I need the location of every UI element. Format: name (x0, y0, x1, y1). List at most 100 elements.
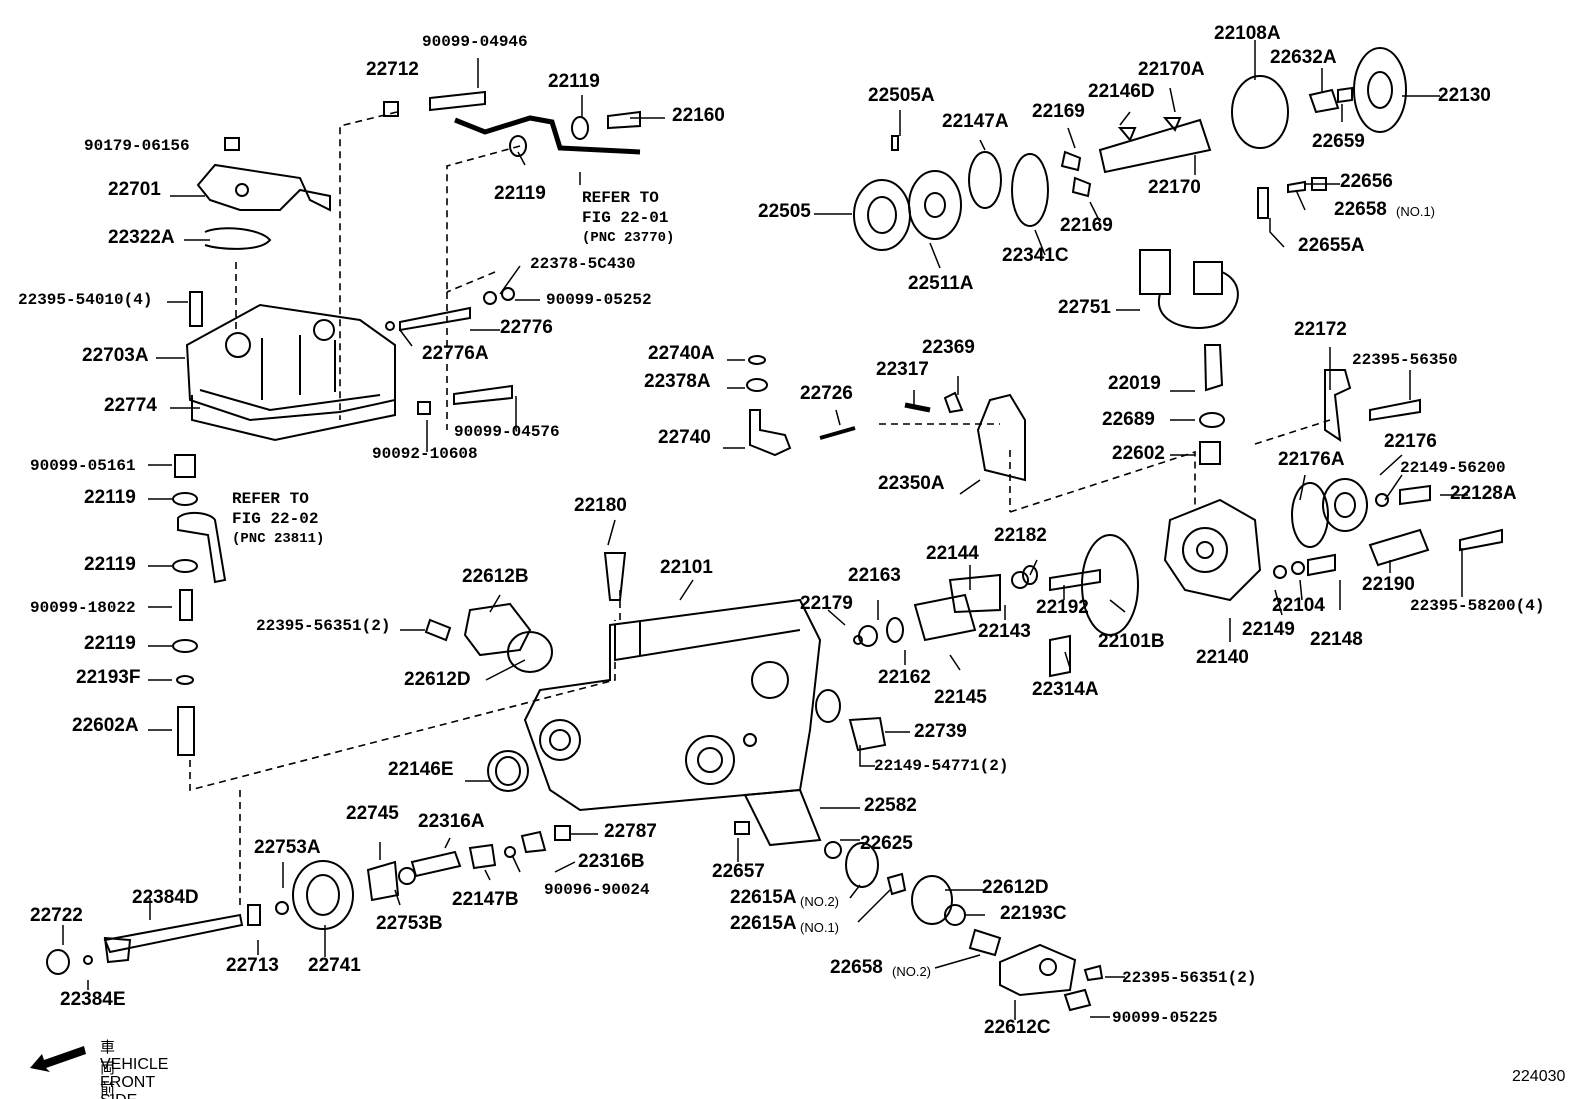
label-22119-c: 22119 (84, 633, 136, 654)
label-22170a: 22170A (1138, 59, 1205, 80)
label-22787: 22787 (604, 821, 657, 842)
label-22149: 22149 (1242, 619, 1295, 640)
label-90099-05225: 90099-05225 (1112, 1009, 1218, 1027)
label-22148: 22148 (1310, 629, 1363, 650)
label-22753a: 22753A (254, 837, 321, 858)
label-22740: 22740 (658, 427, 711, 448)
reference-line: FIG 22-01 (582, 209, 669, 227)
label-22146e: 22146E (388, 759, 454, 780)
label-22753b: 22753B (376, 913, 443, 934)
label-22505a: 22505A (868, 85, 935, 106)
label-22656: 22656 (1340, 171, 1393, 192)
reference-note-22-02: REFER TO FIG 22-02 (PNC 23811) (232, 489, 324, 549)
label-22395-56351: 22395-56351(2) (256, 617, 391, 635)
label-22774: 22774 (104, 395, 157, 416)
label-22703a: 22703A (82, 345, 149, 366)
direction-note-en: VEHICLE FRONT SIDE (100, 1056, 169, 1099)
label-22776: 22776 (500, 317, 553, 338)
label-22019: 22019 (1108, 373, 1161, 394)
label-22146d: 22146D (1088, 81, 1155, 102)
leader-lines (62, 40, 1468, 1020)
label-22612c: 22612C (984, 1017, 1051, 1038)
label-22395-56350: 22395-56350 (1352, 351, 1458, 369)
parts (46, 47, 1503, 1012)
label-22144: 22144 (926, 543, 979, 564)
figure-number: 224030 (1512, 1068, 1566, 1085)
label-22140: 22140 (1196, 647, 1249, 668)
label-22740a: 22740A (648, 343, 715, 364)
label-22615a-no2: 22615A (730, 887, 797, 908)
reference-line: REFER TO (232, 490, 309, 508)
label-22395-58200: 22395-58200(4) (1410, 597, 1545, 615)
label-22625: 22625 (860, 833, 913, 854)
label-22659: 22659 (1312, 131, 1365, 152)
label-22726: 22726 (800, 383, 853, 404)
label-22119: 22119 (548, 71, 600, 92)
label-22751: 22751 (1058, 297, 1111, 318)
label-22119-b: 22119 (84, 554, 136, 575)
label-22689: 22689 (1102, 409, 1155, 430)
label-90099-04946: 90099-04946 (422, 33, 528, 51)
label-22612d: 22612D (404, 669, 471, 690)
label-90092-10608: 90092-10608 (372, 445, 478, 463)
label-22378-5c430: 22378-5C430 (530, 255, 636, 273)
alignment-lines (189, 111, 1331, 910)
label-22180: 22180 (574, 495, 627, 516)
label-90179-06156: 90179-06156 (84, 137, 190, 155)
label-22511a: 22511A (908, 273, 974, 294)
label-22169-b: 22169 (1060, 215, 1113, 236)
label-22149-56200: 22149-56200 (1400, 459, 1506, 477)
label-22101: 22101 (660, 557, 713, 578)
label-22314a: 22314A (1032, 679, 1099, 700)
label-22745: 22745 (346, 803, 399, 824)
label-22163: 22163 (848, 565, 901, 586)
label-22395-56351-b: 22395-56351(2) (1122, 969, 1257, 987)
label-22316b: 22316B (578, 851, 645, 872)
label-22341c: 22341C (1002, 245, 1069, 266)
label-22176a: 22176A (1278, 449, 1345, 470)
label-no1-b: (NO.1) (800, 920, 839, 935)
label-22602: 22602 (1112, 443, 1165, 464)
label-22182: 22182 (994, 525, 1047, 546)
reference-line: (PNC 23770) (582, 230, 675, 246)
label-22176: 22176 (1384, 431, 1437, 452)
label-22170: 22170 (1148, 177, 1201, 198)
reference-line: REFER TO (582, 189, 659, 207)
reference-line: FIG 22-02 (232, 510, 319, 528)
label-22160: 22160 (672, 105, 725, 126)
label-22776a: 22776A (422, 343, 489, 364)
label-22384d: 22384D (132, 887, 199, 908)
label-no2-b: (NO.2) (892, 964, 931, 979)
label-22384e: 22384E (60, 989, 126, 1010)
label-22193c: 22193C (1000, 903, 1067, 924)
label-22193f: 22193F (76, 667, 141, 688)
label-22104: 22104 (1272, 595, 1325, 616)
label-22612d-b: 22612D (982, 877, 1049, 898)
label-22658-no2: 22658 (830, 957, 883, 978)
label-90099-05252: 90099-05252 (546, 291, 652, 309)
label-22739: 22739 (914, 721, 967, 742)
label-no1: (NO.1) (1396, 204, 1435, 219)
label-22582: 22582 (864, 795, 917, 816)
label-22701: 22701 (108, 179, 161, 200)
label-22713: 22713 (226, 955, 279, 976)
label-22147a: 22147A (942, 111, 1009, 132)
arrow-left-icon (30, 1046, 86, 1072)
label-22369: 22369 (922, 337, 975, 358)
label-22143: 22143 (978, 621, 1031, 642)
label-22505: 22505 (758, 201, 811, 222)
label-22149-54771: 22149-54771(2) (874, 757, 1009, 775)
label-22130: 22130 (1438, 85, 1491, 106)
label-22712: 22712 (366, 59, 419, 80)
label-22317: 22317 (876, 359, 929, 380)
label-22378a: 22378A (644, 371, 711, 392)
label-22722: 22722 (30, 905, 83, 926)
label-22657: 22657 (712, 861, 765, 882)
label-90099-04576: 90099-04576 (454, 423, 560, 441)
label-22108a: 22108A (1214, 23, 1281, 44)
label-22192: 22192 (1036, 597, 1089, 618)
label-22658-no1: 22658 (1334, 199, 1387, 220)
label-90099-05161: 90099-05161 (30, 457, 136, 475)
